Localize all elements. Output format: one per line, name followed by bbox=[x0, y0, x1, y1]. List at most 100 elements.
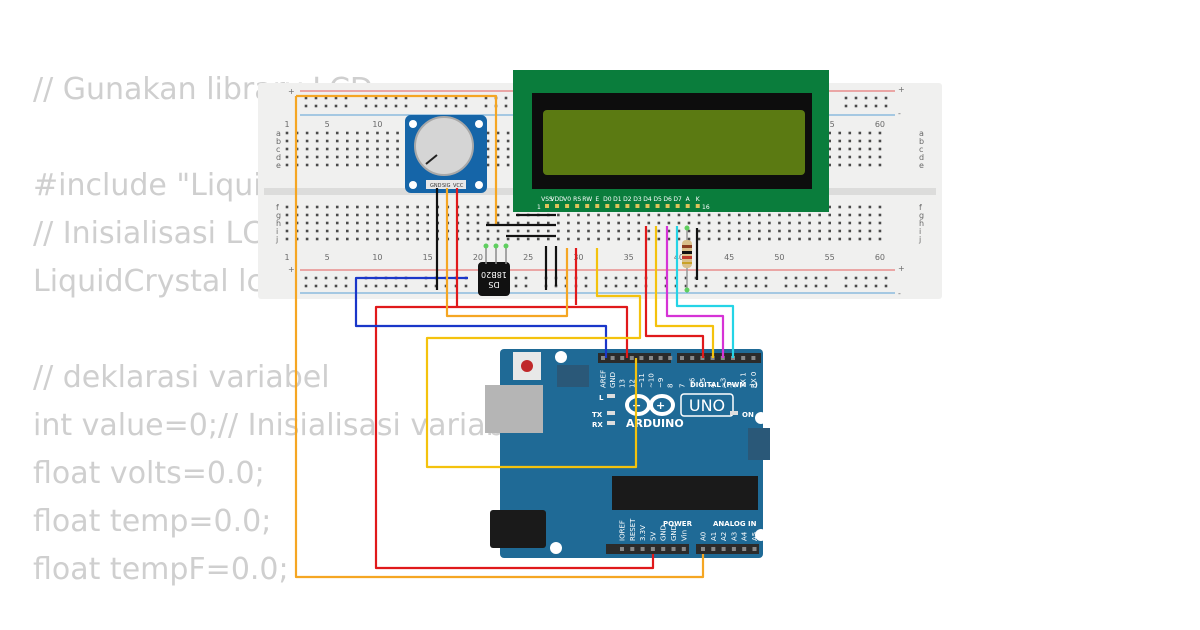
rail-hole[interactable] bbox=[884, 96, 888, 100]
breadboard-hole[interactable] bbox=[838, 229, 842, 233]
breadboard-hole[interactable] bbox=[737, 213, 741, 217]
breadboard-hole[interactable] bbox=[838, 221, 842, 225]
breadboard-hole[interactable] bbox=[396, 139, 399, 143]
breadboard-hole[interactable] bbox=[557, 213, 560, 217]
breadboard-hole[interactable] bbox=[416, 213, 419, 217]
breadboard-hole[interactable] bbox=[627, 213, 630, 217]
arduino-pin[interactable] bbox=[668, 356, 673, 360]
breadboard-hole[interactable] bbox=[868, 221, 872, 225]
rail-hole[interactable] bbox=[484, 96, 488, 100]
breadboard-hole[interactable] bbox=[727, 221, 731, 225]
breadboard-hole[interactable] bbox=[416, 205, 419, 209]
breadboard-hole[interactable] bbox=[667, 221, 671, 225]
breadboard-hole[interactable] bbox=[597, 221, 600, 225]
breadboard-hole[interactable] bbox=[476, 213, 480, 217]
lcd-pin[interactable] bbox=[605, 204, 610, 208]
rail-hole[interactable] bbox=[764, 276, 768, 280]
breadboard-hole[interactable] bbox=[788, 237, 791, 241]
breadboard-hole[interactable] bbox=[305, 237, 309, 241]
breadboard-hole[interactable] bbox=[285, 213, 289, 217]
rail-hole[interactable] bbox=[784, 276, 788, 280]
breadboard-hole[interactable] bbox=[335, 221, 339, 225]
breadboard-hole[interactable] bbox=[396, 147, 399, 151]
breadboard-hole[interactable] bbox=[346, 237, 349, 241]
rail-hole[interactable] bbox=[604, 276, 608, 280]
lcd-pin[interactable] bbox=[695, 204, 700, 208]
rail-hole[interactable] bbox=[334, 276, 338, 280]
breadboard-hole[interactable] bbox=[707, 221, 711, 225]
breadboard-hole[interactable] bbox=[567, 237, 570, 241]
rail-hole[interactable] bbox=[464, 284, 468, 288]
breadboard-hole[interactable] bbox=[506, 221, 510, 225]
breadboard-hole[interactable] bbox=[406, 221, 409, 225]
rail-hole[interactable] bbox=[804, 276, 808, 280]
lcd-pin[interactable] bbox=[575, 204, 580, 208]
rail-hole[interactable] bbox=[884, 104, 888, 108]
breadboard-hole[interactable] bbox=[315, 139, 319, 143]
breadboard-hole[interactable] bbox=[848, 213, 852, 217]
breadboard-hole[interactable] bbox=[325, 229, 329, 233]
breadboard-hole[interactable] bbox=[798, 237, 801, 241]
rail-hole[interactable] bbox=[424, 96, 428, 100]
breadboard-hole[interactable] bbox=[687, 237, 691, 241]
breadboard-hole[interactable] bbox=[325, 131, 329, 135]
resistor[interactable] bbox=[682, 225, 692, 293]
rail-hole[interactable] bbox=[304, 104, 308, 108]
breadboard-hole[interactable] bbox=[305, 139, 309, 143]
arduino-pin[interactable] bbox=[711, 547, 716, 551]
breadboard-hole[interactable] bbox=[627, 229, 630, 233]
breadboard-hole[interactable] bbox=[547, 237, 550, 241]
rail-hole[interactable] bbox=[394, 104, 398, 108]
wire-blue-gnd[interactable] bbox=[354, 276, 608, 358]
rail-hole[interactable] bbox=[434, 96, 438, 100]
breadboard-hole[interactable] bbox=[396, 205, 399, 209]
arduino-pin[interactable] bbox=[601, 356, 605, 360]
breadboard-hole[interactable] bbox=[848, 147, 852, 151]
breadboard-hole[interactable] bbox=[878, 155, 882, 159]
breadboard-hole[interactable] bbox=[778, 229, 781, 233]
breadboard-hole[interactable] bbox=[868, 213, 872, 217]
breadboard-hole[interactable] bbox=[396, 131, 399, 135]
breadboard-hole[interactable] bbox=[868, 205, 872, 209]
lcd-pin[interactable] bbox=[595, 204, 600, 208]
breadboard-hole[interactable] bbox=[768, 213, 771, 217]
breadboard-hole[interactable] bbox=[335, 131, 339, 135]
lcd-pin[interactable] bbox=[675, 204, 680, 208]
breadboard-hole[interactable] bbox=[587, 229, 590, 233]
breadboard-hole[interactable] bbox=[788, 229, 791, 233]
arduino-pin[interactable] bbox=[681, 547, 686, 551]
breadboard-hole[interactable] bbox=[657, 221, 661, 225]
rail-hole[interactable] bbox=[754, 284, 758, 288]
breadboard-hole[interactable] bbox=[607, 237, 610, 241]
breadboard-hole[interactable] bbox=[627, 221, 630, 225]
breadboard-hole[interactable] bbox=[396, 237, 399, 241]
breadboard-hole[interactable] bbox=[376, 221, 379, 225]
rail-hole[interactable] bbox=[864, 104, 868, 108]
breadboard-hole[interactable] bbox=[486, 163, 490, 167]
breadboard-hole[interactable] bbox=[325, 139, 329, 143]
rail-hole[interactable] bbox=[854, 96, 858, 100]
breadboard-hole[interactable] bbox=[637, 221, 641, 225]
breadboard-hole[interactable] bbox=[758, 237, 761, 241]
breadboard-hole[interactable] bbox=[828, 147, 831, 151]
breadboard-hole[interactable] bbox=[476, 205, 480, 209]
rail-hole[interactable] bbox=[344, 284, 348, 288]
rail-hole[interactable] bbox=[874, 104, 878, 108]
rail-hole[interactable] bbox=[604, 284, 608, 288]
breadboard-hole[interactable] bbox=[758, 229, 761, 233]
breadboard-hole[interactable] bbox=[386, 213, 389, 217]
breadboard-hole[interactable] bbox=[577, 237, 580, 241]
wire-red-lcd-d4[interactable] bbox=[644, 226, 705, 358]
breadboard-hole[interactable] bbox=[587, 213, 590, 217]
breadboard-hole[interactable] bbox=[858, 155, 862, 159]
rail-hole[interactable] bbox=[614, 284, 618, 288]
rail-hole[interactable] bbox=[514, 276, 518, 280]
breadboard-hole[interactable] bbox=[868, 139, 872, 143]
breadboard-hole[interactable] bbox=[697, 237, 701, 241]
breadboard-hole[interactable] bbox=[356, 237, 359, 241]
breadboard-hole[interactable] bbox=[466, 237, 470, 241]
breadboard-hole[interactable] bbox=[597, 229, 600, 233]
rail-hole[interactable] bbox=[454, 96, 458, 100]
breadboard-hole[interactable] bbox=[366, 205, 369, 209]
breadboard-hole[interactable] bbox=[788, 213, 791, 217]
